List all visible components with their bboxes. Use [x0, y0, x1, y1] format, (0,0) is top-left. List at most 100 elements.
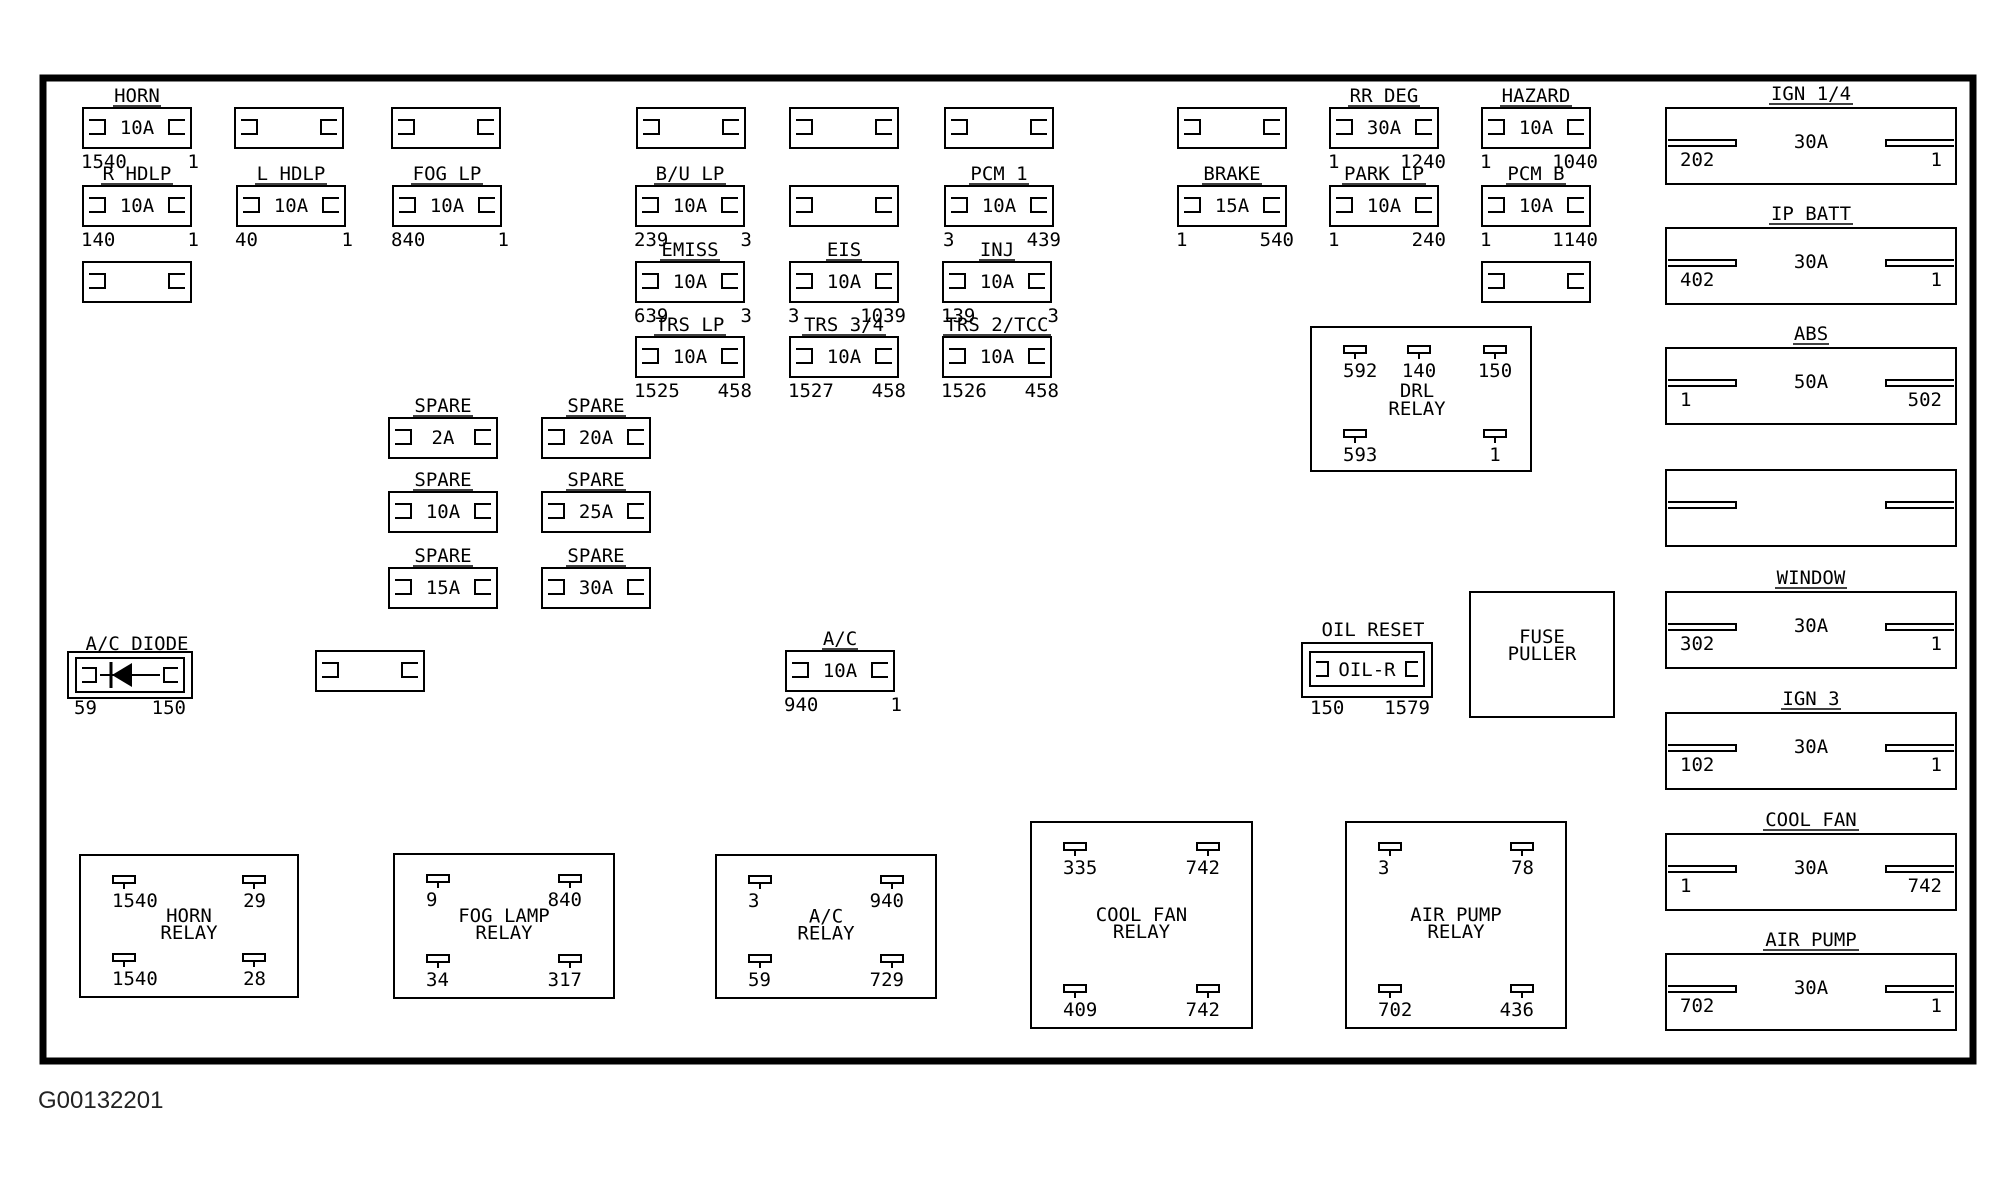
fuse-pin-right: 3: [1048, 305, 1059, 327]
fuse-label: SPARE: [414, 545, 471, 567]
relay-name: RELAY: [475, 922, 533, 944]
fuse-pin-left: 639: [634, 305, 668, 327]
fuse-puller-line2: PULLER: [1508, 643, 1577, 665]
fuse-pin-left: 3: [788, 305, 799, 327]
mini-fuse: [315, 650, 425, 692]
fuse-rating: 10A: [1519, 195, 1554, 217]
fuse-label: SPARE: [414, 469, 471, 491]
fuse-pin-left: 1: [1328, 229, 1339, 251]
relay-pin: 335: [1063, 857, 1097, 879]
relay-name: DRL: [1400, 380, 1434, 402]
fuse-rating: 15A: [426, 577, 461, 599]
fuse-pin-right: 1: [188, 229, 199, 251]
ac-diode-pin-left: 59: [74, 697, 97, 719]
mini-fuse: SPARE 15A: [388, 545, 498, 609]
fuse-pin-right: 3: [741, 305, 752, 327]
fuse-box-outline: [39, 74, 1977, 1065]
fuse-pin-right: 1140: [1552, 229, 1598, 251]
fuse-label: INJ: [980, 239, 1014, 261]
fuse-label: SPARE: [567, 395, 624, 417]
fuse-label: SPARE: [567, 469, 624, 491]
mini-fuse: [789, 185, 899, 227]
mini-fuse: [789, 107, 899, 149]
fuse-label: PARK LP: [1344, 163, 1424, 185]
fuse-label: PCM B: [1507, 163, 1564, 185]
oil-reset-pin-right: 1579: [1384, 697, 1430, 719]
fuse-label: PCM 1: [970, 163, 1027, 185]
relay-pin: 436: [1500, 999, 1534, 1021]
fuse-label: TRS LP: [656, 314, 725, 336]
relay-pin: 34: [426, 969, 449, 991]
maxi-fuse-pin-left: 302: [1680, 633, 1714, 655]
fuse-rating: 10A: [823, 660, 858, 682]
relay-pin: 9: [426, 889, 437, 911]
maxi-fuse-rating: 50A: [1794, 371, 1829, 393]
ac-diode-pin-right: 150: [152, 697, 186, 719]
maxi-fuse-pin-left: 1: [1680, 875, 1691, 897]
relay-name: RELAY: [1113, 921, 1171, 943]
relay-name: RELAY: [1388, 398, 1446, 420]
fuse-pin-right: 458: [1025, 380, 1059, 402]
fuse-label: R HDLP: [103, 163, 172, 185]
relay-pin: 840: [548, 889, 582, 911]
maxi-fuse-pin-right: 1: [1931, 633, 1942, 655]
fuse-pin-left: 40: [235, 229, 258, 251]
relay-pin: 409: [1063, 999, 1097, 1021]
relay-pin: 592: [1343, 360, 1377, 382]
maxi-fuse-rating: 30A: [1794, 736, 1829, 758]
fuse-pin-left: 1: [1480, 151, 1491, 173]
maxi-fuse-label: IGN 1/4: [1771, 83, 1851, 105]
fuse-rating: 10A: [980, 346, 1015, 368]
maxi-fuse-pin-right: 1: [1931, 995, 1942, 1017]
relay-pin: 78: [1511, 857, 1534, 879]
mini-fuse: [1177, 107, 1287, 149]
fuse-pin-right: 439: [1027, 229, 1061, 251]
oil-reset-label: OIL RESET: [1322, 619, 1425, 641]
mini-fuse: [944, 107, 1054, 149]
relay-pin: 29: [243, 890, 266, 912]
fuse-rating: 2A: [432, 427, 455, 449]
maxi-fuse-pin-right: 502: [1908, 389, 1942, 411]
fuse-pin-right: 1: [342, 229, 353, 251]
maxi-fuse-label: WINDOW: [1777, 567, 1846, 589]
relay-pin: 702: [1378, 999, 1412, 1021]
fuse-rating: 10A: [120, 195, 155, 217]
relay-name: HORN: [166, 905, 212, 927]
fuse-rating: 10A: [430, 195, 465, 217]
relay-pin: 742: [1186, 999, 1220, 1021]
fuse-label: SPARE: [414, 395, 471, 417]
fuse-pin-right: 1040: [1552, 151, 1598, 173]
fuse-label: A/C: [823, 628, 857, 650]
fuse-pin-left: 1527: [788, 380, 834, 402]
figure-id: G00132201: [38, 1087, 163, 1114]
fuse-pin-left: 139: [941, 305, 975, 327]
maxi-fuse-label: IGN 3: [1782, 688, 1839, 710]
fuse-puller-line1: FUSE: [1519, 626, 1565, 648]
fuse-rating: 10A: [120, 117, 155, 139]
fuse-rating: 10A: [673, 346, 708, 368]
fuse-pin-right: 3: [741, 229, 752, 251]
maxi-fuse-rating: 30A: [1794, 977, 1829, 999]
fuse-rating: 10A: [1367, 195, 1402, 217]
relay-pin: 3: [1378, 857, 1389, 879]
fuse-pin-right: 1240: [1400, 151, 1446, 173]
fuse-label: TRS 2/TCC: [946, 314, 1049, 336]
maxi-fuse-pin-left: 102: [1680, 754, 1714, 776]
maxi-fuse-pin-right: 742: [1908, 875, 1942, 897]
